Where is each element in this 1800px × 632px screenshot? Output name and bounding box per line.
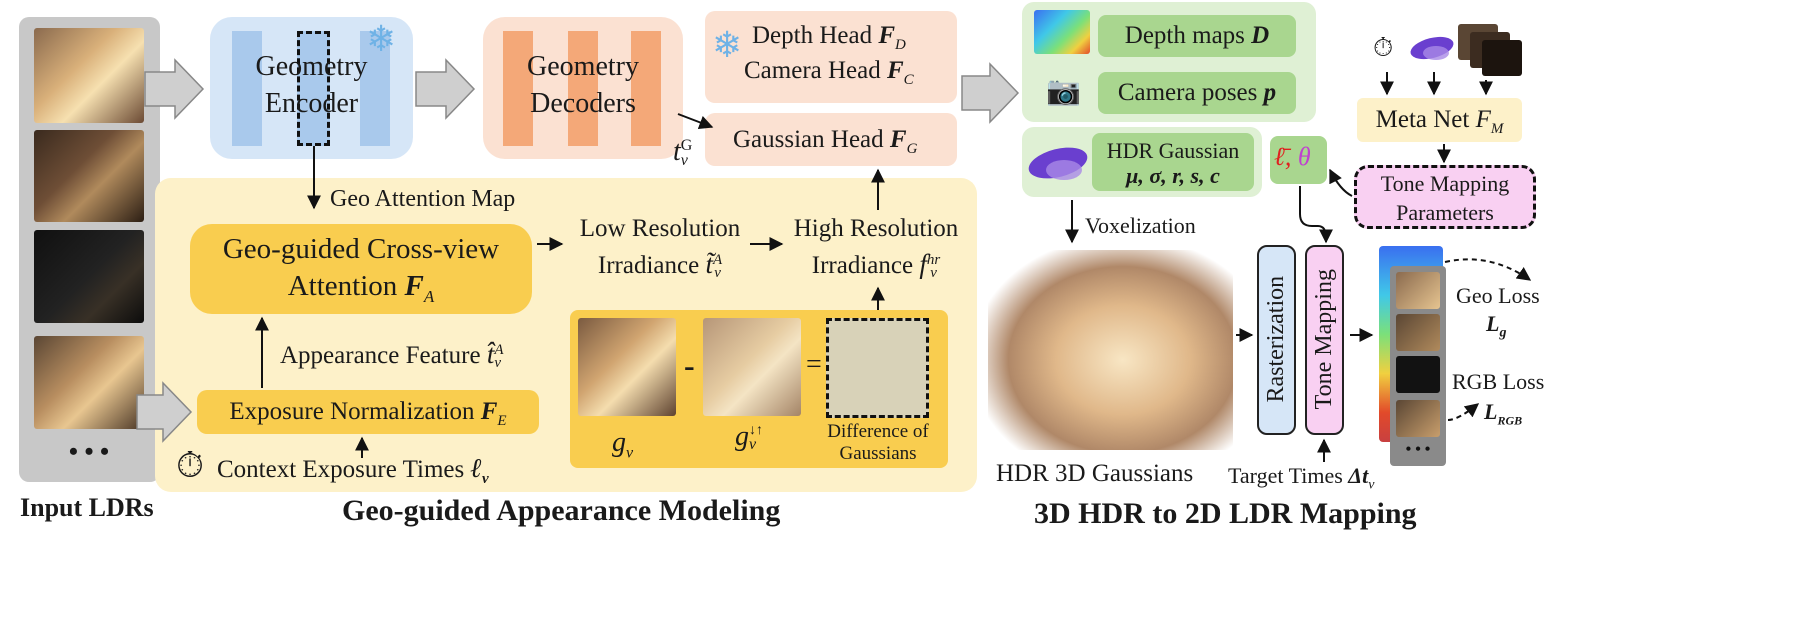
geo-loss-symbol: Lg <box>1486 311 1507 341</box>
voxelization-label: Voxelization <box>1085 213 1196 238</box>
camera-icon: 📷 <box>1046 74 1081 107</box>
g-v-down-up-label: g ↓↑ v <box>735 421 763 453</box>
geo-loss-label: Geo Loss <box>1456 283 1540 308</box>
decoder-bar-right <box>631 31 661 146</box>
frozen-snowflake-icon-heads: ❄ <box>712 25 743 66</box>
exposure-normalization-block <box>197 390 539 434</box>
gaussian-head-panel <box>705 113 957 166</box>
block-arrow-encoder-decoders <box>415 58 476 120</box>
stopwatch-icon: ⏱ <box>176 445 205 486</box>
output-ellipsis: • • • <box>1405 441 1431 458</box>
low-res-line2: Irradiance t̃ A v <box>597 249 723 282</box>
hdr-gaussian-params: μ, σ, r, s, c <box>1126 163 1220 188</box>
high-res-line1: High Resolution <box>793 215 959 242</box>
input-ldrs-caption: Input LDRs <box>20 493 154 522</box>
context-exposure-times-label: Context Exposure Times ℓv <box>217 453 489 487</box>
meta-net-label: Meta Net FM <box>1375 106 1504 137</box>
encoder-title-line1: Geometry <box>255 51 368 82</box>
encoder-bar-center <box>297 31 330 146</box>
input-ldr-image-2 <box>34 130 144 222</box>
appearance-feature-label: Appearance Feature t̂ A v <box>280 339 504 372</box>
depth-maps-label: Depth maps D <box>1124 22 1270 49</box>
rgb-loss-symbol: LRGB <box>1484 399 1523 428</box>
hdr-3d-gaussians-render <box>988 250 1233 450</box>
rgb-loss-label: RGB Loss <box>1452 369 1545 394</box>
tone-mapping-parameters-line2: Parameters <box>1396 200 1494 225</box>
input-ldr-image-3 <box>34 230 144 323</box>
depth-maps-box <box>1098 15 1296 57</box>
arrow-geo-loss <box>1444 258 1532 281</box>
hdr-gaussian-label: HDR Gaussian <box>1106 138 1240 163</box>
minus-sign: - <box>684 347 695 383</box>
low-res-line1: Low Resolution <box>579 215 741 242</box>
camera-poses-label: Camera poses p <box>1117 79 1277 106</box>
input-ldr-image-4 <box>34 336 144 429</box>
depth-camera-head-panel <box>705 11 957 103</box>
image-g-v-blurred <box>703 318 801 416</box>
geo-attention-map-label: Geo Attention Map <box>330 186 516 212</box>
meta-image-stack-3 <box>1482 40 1522 76</box>
gaussian-head-label: Gaussian Head FG <box>733 126 918 157</box>
tone-params-symbols: ℓ̄, θ <box>1274 142 1311 171</box>
decoder-bar-left <box>503 31 533 146</box>
hdr-gaussian-box <box>1092 133 1254 191</box>
output-rgb-image-2 <box>1396 314 1440 351</box>
tone-mapping-label: Tone Mapping <box>1310 269 1337 410</box>
frozen-snowflake-icon: ❄ <box>366 19 397 60</box>
rasterization-block <box>1257 245 1296 435</box>
target-times-label: Target Times Δtv <box>1228 463 1375 493</box>
high-res-line2: Irradiance f hr v <box>811 249 941 282</box>
stopwatch-icon-meta: ⏱ <box>1373 33 1394 63</box>
meta-net-box <box>1357 98 1522 142</box>
mapping-section-title: 3D HDR to 2D LDR Mapping <box>1034 497 1417 530</box>
image-dog <box>826 318 929 418</box>
encoder-bar-right <box>360 31 390 146</box>
arrow-params-to-tone <box>1299 186 1333 244</box>
arrow-toneparams-to-symbols <box>1329 168 1353 197</box>
block-arrow-heads-outputs <box>961 62 1020 124</box>
tone-mapping-block <box>1305 245 1344 435</box>
depth-map-thumbnail <box>1034 10 1090 54</box>
dog-caption-line2: Gaussians <box>839 443 917 464</box>
decoders-title-line2: Decoders <box>530 88 636 119</box>
appearance-section-title: Geo-guided Appearance Modeling <box>342 494 781 527</box>
rasterization-label: Rasterization <box>1262 275 1289 403</box>
cross-view-line2: Attention FA <box>287 270 435 306</box>
encoder-bar-left <box>232 31 262 146</box>
cross-view-line1: Geo-guided Cross-view <box>222 233 500 265</box>
equals-sign: = <box>806 349 822 380</box>
input-ldr-image-1 <box>34 28 144 123</box>
tone-mapping-parameters-line1: Tone Mapping <box>1380 171 1510 196</box>
input-ellipsis: • • • <box>68 437 110 466</box>
decoders-title-line1: Geometry <box>527 51 639 82</box>
encoder-title-line2: Encoder <box>264 88 359 119</box>
dog-caption-line1: Difference of <box>827 421 929 442</box>
g-v-label: gv <box>612 427 634 462</box>
exposure-normalization-label: Exposure Normalization FE <box>229 398 507 429</box>
tone-mapping-parameters-box <box>1354 165 1536 229</box>
hdr-3d-gaussians-label: HDR 3D Gaussians <box>996 460 1194 487</box>
depth-head-label: Depth Head FD <box>752 22 906 53</box>
arrow-rgb-loss <box>1447 403 1480 421</box>
output-rgb-image-3 <box>1396 356 1440 393</box>
camera-head-label: Camera Head FC <box>744 57 914 88</box>
image-g-v <box>578 318 676 416</box>
output-rgb-image-1 <box>1396 272 1440 309</box>
gaussian-token-label: t G v <box>673 136 693 169</box>
tone-params-symbols-box <box>1270 136 1327 184</box>
cross-view-attention-block <box>190 224 532 314</box>
decoder-bar-center <box>568 31 598 146</box>
output-rgb-image-4 <box>1396 400 1440 437</box>
camera-poses-box <box>1098 72 1296 114</box>
